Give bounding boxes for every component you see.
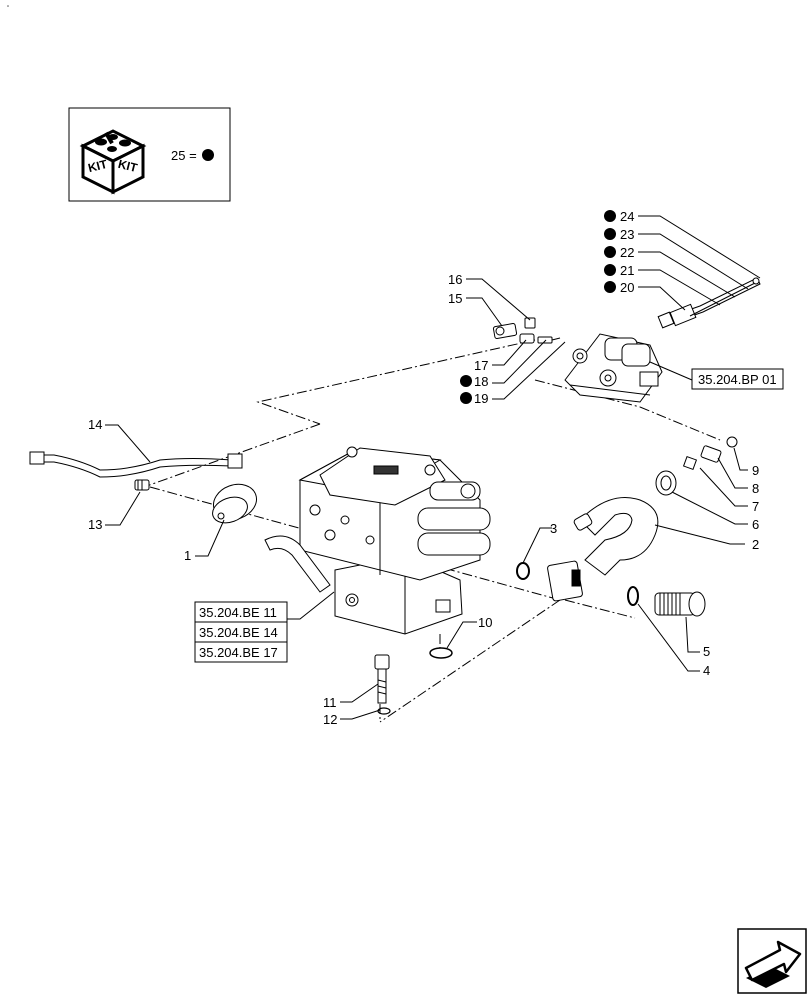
part-13-fitting [134,479,150,491]
small-fittings-group [492,317,561,344]
callout-3: 3 [550,521,557,536]
callout-5: 5 [703,644,710,659]
reference-be17-label: 35.204.BE 17 [199,645,278,660]
callout-14: 14 [88,417,102,432]
callout-19: 19 [474,391,488,406]
callout-8: 8 [752,481,759,496]
leader-lines [105,215,761,720]
callout-2: 2 [752,537,759,552]
callout-labels: 24 23 22 21 20 16 15 17 18 19 14 13 1 3 … [88,209,759,727]
reference-be-stack: 35.204.BE 11 35.204.BE 14 35.204.BE 17 [194,601,288,663]
kit-box-icon: KIT KIT [79,129,147,195]
callout-23: 23 [620,227,634,242]
part-10-o-ring [429,647,453,659]
bullet-18 [460,375,472,387]
bullet-20 [604,281,616,293]
main-valve-block [264,446,491,635]
kit-bullet-icon [202,149,214,161]
part-1-cap [212,483,257,524]
bullet-24 [604,210,616,222]
top-valve-subassembly [564,333,663,403]
kit-bullets [460,210,616,404]
callout-4: 4 [703,663,710,678]
reference-be14[interactable]: 35.204.BE 14 [199,625,278,640]
callout-12: 12 [323,712,337,727]
bullet-19 [460,392,472,404]
part-2-hose [547,497,659,602]
callout-18: 18 [474,374,488,389]
reference-be11[interactable]: 35.204.BE 11 [199,605,277,620]
parts-6-9-fittings [655,436,738,496]
kit-equation-text: 25 = [171,148,197,163]
bullet-21 [604,264,616,276]
reference-bp01-label: 35.204.BP 01 [698,372,777,387]
callout-24: 24 [620,209,634,224]
kit-icon-label-right: KIT [117,157,140,175]
callout-10: 10 [478,615,492,630]
part-11-bolt [374,654,390,704]
callout-6: 6 [752,517,759,532]
callout-11: 11 [323,695,337,710]
corner-dot [7,5,9,7]
kit-icon-label-left: KIT [87,157,110,175]
part-4-o-ring [627,586,639,606]
callout-9: 9 [752,463,759,478]
bullet-23 [604,228,616,240]
callout-15: 15 [448,291,462,306]
bullet-22 [604,246,616,258]
reference-be11-label: 35.204.BE 11 [199,605,277,620]
part-5-plug [654,591,706,617]
reference-bp01[interactable]: 35.204.BP 01 [691,368,784,390]
part-14-pipe [29,451,243,478]
callout-1: 1 [184,548,191,563]
reference-be14-label: 35.204.BE 14 [199,625,278,640]
part-3-snap-ring [516,562,530,580]
callout-17: 17 [474,358,488,373]
control-rod-assembly [657,277,761,329]
reference-be17[interactable]: 35.204.BE 17 [199,645,278,660]
callout-13: 13 [88,517,102,532]
callout-21: 21 [620,263,634,278]
kit-legend-box: KIT KIT 25 = [68,107,231,202]
callout-7: 7 [752,499,759,514]
callout-16: 16 [448,272,462,287]
next-page-arrow-icon[interactable] [737,928,807,994]
callout-22: 22 [620,245,634,260]
callout-20: 20 [620,280,634,295]
